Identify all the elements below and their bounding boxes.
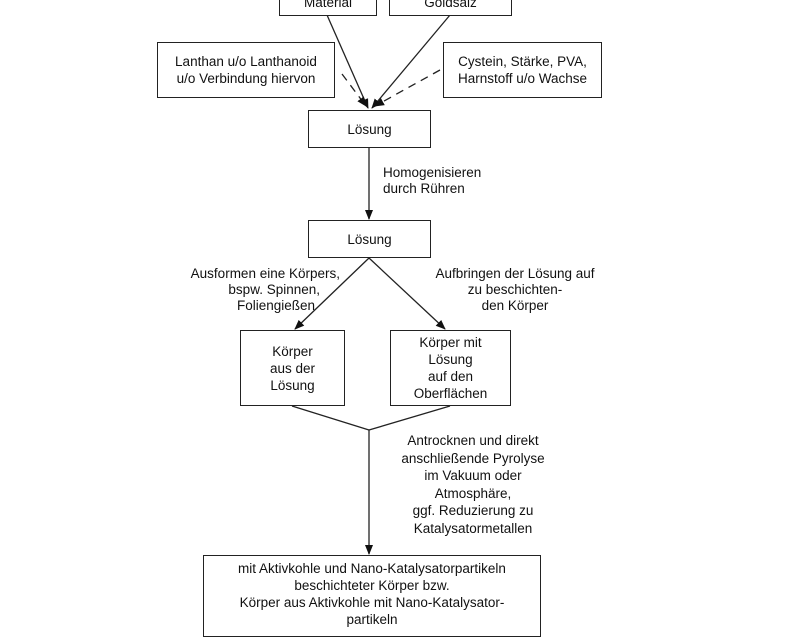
loesung-text: Lösung xyxy=(347,231,391,248)
right-branch-line: den Körper xyxy=(415,298,615,314)
lanthan-box: Lanthan u/o Lanthanoid u/o Verbindung hi… xyxy=(157,42,335,98)
koerper-right-box: Körper mit Lösung auf den Oberflächen xyxy=(390,330,511,406)
loesung-text: Lösung xyxy=(347,121,391,138)
koerper-left-box: Körper aus der Lösung xyxy=(240,330,345,406)
final-line: Körper aus Aktivkohle mit Nano-Katalysat… xyxy=(240,594,505,611)
homogenize-line: durch Rühren xyxy=(383,181,481,197)
material-box: Material xyxy=(279,0,377,16)
dashed-arrow-cystein xyxy=(375,70,440,106)
pyrolysis-line: anschließende Pyrolyse xyxy=(383,450,563,468)
pyrolysis-line: Katalysatormetallen xyxy=(383,520,563,538)
homogenize-label: Homogenisieren durch Rühren xyxy=(383,165,481,197)
pyrolysis-line: Antrocknen und direkt xyxy=(383,432,563,450)
cystein-text: Cystein, Stärke, PVA, xyxy=(458,53,587,70)
koerper-right-line: Körper mit xyxy=(419,334,481,351)
left-branch-line: bspw. Spinnen, xyxy=(160,282,340,298)
pyrolysis-label: Antrocknen und direkt anschließende Pyro… xyxy=(383,432,563,537)
lanthan-text: u/o Verbindung hiervon xyxy=(177,70,316,87)
goldsalz-box: Goldsalz xyxy=(389,0,512,16)
koerper-left-line: Körper xyxy=(272,343,313,360)
loesung-box-2: Lösung xyxy=(308,220,431,258)
left-branch-label: Ausformen eine Körpers, bspw. Spinnen, F… xyxy=(160,266,340,314)
final-line: mit Aktivkohle und Nano-Katalysatorparti… xyxy=(238,560,506,577)
right-branch-line: Aufbringen der Lösung auf xyxy=(415,266,615,282)
goldsalz-text: Goldsalz xyxy=(424,0,477,11)
merge-line-left xyxy=(292,406,369,430)
dashed-arrow-lanthan xyxy=(342,74,366,106)
koerper-right-line: auf den xyxy=(428,368,473,385)
arrow-goldsalz-to-loesung xyxy=(372,15,450,108)
left-branch-line: Foliengießen xyxy=(160,298,340,314)
right-branch-line: zu beschichten- xyxy=(415,282,615,298)
koerper-right-line: Lösung xyxy=(428,351,472,368)
pyrolysis-line: im Vakuum oder xyxy=(383,467,563,485)
merge-line-right xyxy=(369,406,450,430)
right-branch-label: Aufbringen der Lösung auf zu beschichten… xyxy=(415,266,615,314)
koerper-right-line: Oberflächen xyxy=(414,385,488,402)
pyrolysis-line: Atmosphäre, xyxy=(383,485,563,503)
koerper-left-line: aus der xyxy=(270,360,315,377)
lanthan-text: Lanthan u/o Lanthanoid xyxy=(175,53,317,70)
cystein-box: Cystein, Stärke, PVA, Harnstoff u/o Wach… xyxy=(443,42,602,98)
final-product-box: mit Aktivkohle und Nano-Katalysatorparti… xyxy=(203,555,541,637)
cystein-text: Harnstoff u/o Wachse xyxy=(458,70,587,87)
pyrolysis-line: ggf. Reduzierung zu xyxy=(383,502,563,520)
loesung-box-1: Lösung xyxy=(308,110,431,148)
final-line: beschichteter Körper bzw. xyxy=(294,577,449,594)
material-text: Material xyxy=(304,0,352,11)
koerper-left-line: Lösung xyxy=(270,377,314,394)
left-branch-line: Ausformen eine Körpers, xyxy=(160,266,340,282)
homogenize-line: Homogenisieren xyxy=(383,165,481,181)
